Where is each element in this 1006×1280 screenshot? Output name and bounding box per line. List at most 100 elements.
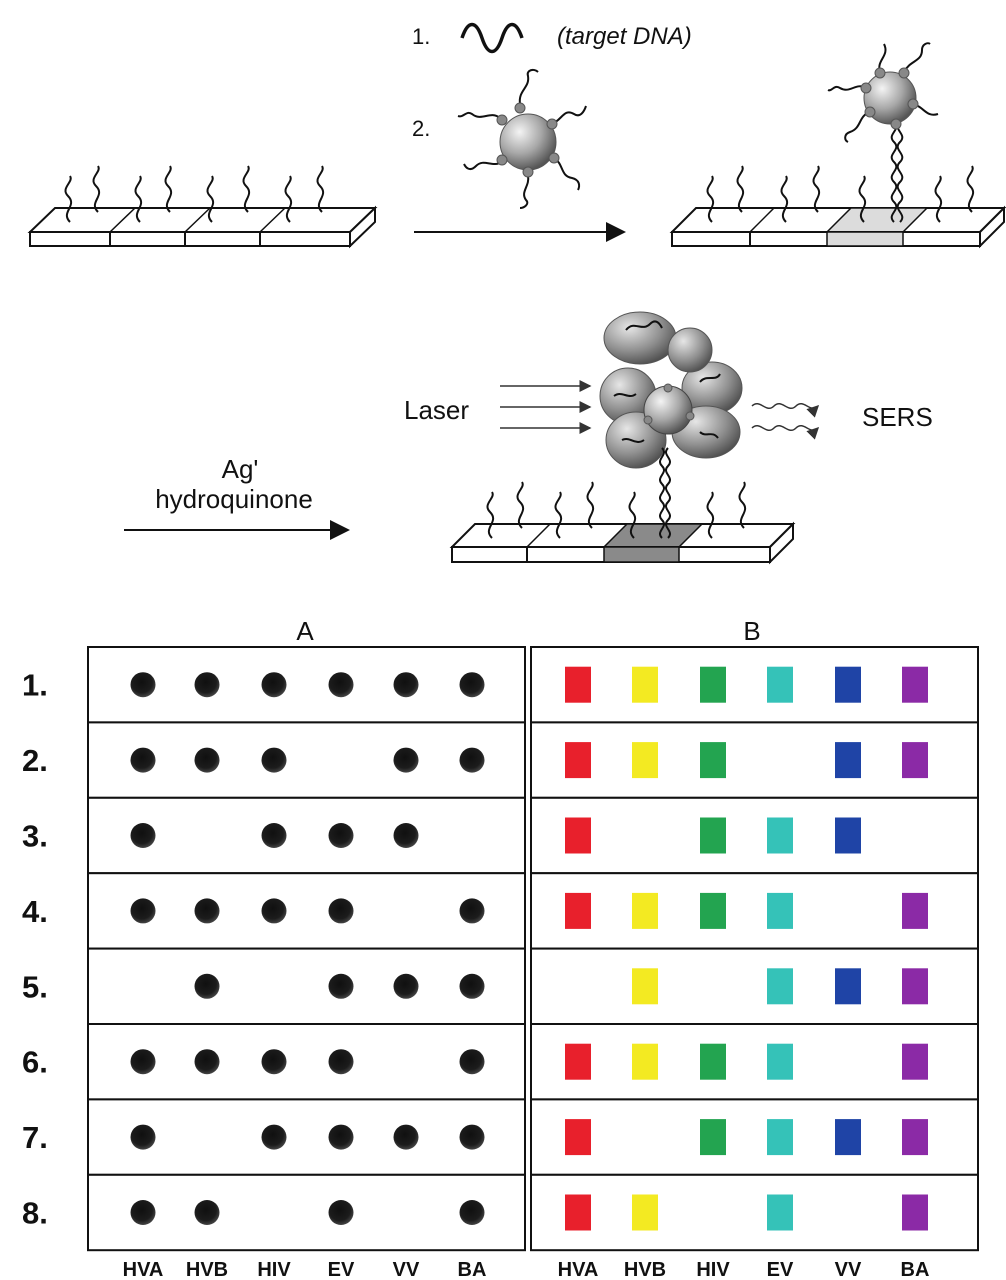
detection-spot: [261, 1049, 287, 1075]
sers-color-marker: [700, 742, 726, 779]
substrate-chip-left: [27, 165, 378, 249]
column-label: VV: [835, 1259, 862, 1280]
detection-spot: [194, 898, 220, 924]
substrate-chip-right: [669, 42, 1006, 249]
laser-beam-arrows: [500, 380, 592, 434]
sers-color-marker: [902, 1043, 928, 1080]
panel-b-grid: [530, 646, 979, 1252]
sers-color-marker: [767, 1194, 793, 1231]
detection-spot: [393, 823, 419, 848]
row-label: 8.: [22, 1196, 48, 1231]
detection-spot: [459, 672, 485, 698]
detection-spot: [194, 1200, 220, 1225]
column-label: HVB: [624, 1259, 666, 1280]
sers-color-marker: [767, 666, 793, 703]
column-label: EV: [328, 1259, 355, 1280]
sers-color-marker: [902, 892, 928, 929]
sers-color-marker: [902, 1119, 928, 1156]
detection-spot: [130, 1200, 156, 1225]
sers-color-marker: [632, 892, 658, 929]
sers-color-marker: [565, 1119, 591, 1156]
sers-color-marker: [565, 1194, 591, 1231]
row-label: 6.: [22, 1045, 48, 1080]
column-label: VV: [393, 1259, 420, 1280]
sers-color-marker: [565, 817, 591, 854]
sers-color-marker: [767, 1119, 793, 1156]
detection-spot: [261, 747, 287, 773]
detection-spot: [130, 747, 156, 773]
sers-color-marker: [902, 1194, 928, 1231]
target-dna-strand-icon: [460, 22, 524, 54]
detection-spot: [393, 672, 419, 698]
sers-color-marker: [700, 1119, 726, 1156]
row-label: 2.: [22, 743, 48, 778]
column-label: BA: [901, 1259, 930, 1280]
detection-spot: [459, 1124, 485, 1150]
detection-spot: [261, 672, 287, 698]
detection-spot: [261, 1124, 287, 1150]
column-label: BA: [458, 1259, 487, 1280]
detection-spot: [261, 823, 287, 848]
panel-a-row-box: [87, 1098, 526, 1176]
sers-color-marker: [632, 1043, 658, 1080]
sers-color-marker: [835, 666, 861, 703]
column-label: HVA: [558, 1259, 599, 1280]
detection-spot: [194, 747, 220, 773]
sers-label: SERS: [862, 402, 933, 432]
silver-enhanced-particle-icon: [599, 311, 743, 469]
panel-a-row-box: [87, 1173, 526, 1252]
row-label: 7.: [22, 1120, 48, 1155]
sers-color-marker: [700, 666, 726, 703]
reagent-label-line-1: Ag': [222, 454, 259, 484]
sers-color-marker: [835, 1119, 861, 1156]
step-1-number: 1.: [412, 24, 430, 49]
sers-color-marker: [700, 1043, 726, 1080]
detection-spot: [130, 1124, 156, 1150]
sers-color-marker: [700, 817, 726, 854]
column-label: EV: [767, 1259, 794, 1280]
detection-spot: [194, 672, 220, 698]
sers-color-marker: [767, 1043, 793, 1080]
reaction-scheme: 1. (target DNA) 2.: [27, 22, 1006, 565]
sers-color-marker: [565, 892, 591, 929]
panel-a-grid: [87, 646, 526, 1252]
detection-spot: [130, 672, 156, 698]
sers-color-marker: [700, 892, 726, 929]
detection-spot: [130, 898, 156, 924]
detection-spot: [328, 1049, 354, 1075]
panel-a-row-box: [87, 947, 526, 1025]
sers-color-marker: [835, 968, 861, 1005]
sers-color-marker: [632, 742, 658, 779]
sers-color-marker: [902, 666, 928, 703]
row-labels: 1.2.3.4.5.6.7.8.: [22, 668, 48, 1231]
column-label: HVB: [186, 1259, 228, 1280]
row-label: 5.: [22, 969, 48, 1004]
detection-spot: [393, 973, 419, 999]
sers-color-marker: [835, 742, 861, 779]
sers-color-marker: [902, 742, 928, 779]
detection-spot: [459, 1200, 485, 1225]
row-label: 3.: [22, 819, 48, 854]
reagent-label-line-2: hydroquinone: [155, 484, 313, 514]
row-label: 4.: [22, 894, 48, 929]
sers-emission-arrows: [751, 403, 820, 440]
substrate-chip-bottom: [449, 447, 796, 565]
sers-color-marker: [632, 1194, 658, 1231]
sers-color-marker: [632, 968, 658, 1005]
detection-spot: [130, 823, 156, 848]
panel-a-row-box: [87, 872, 526, 950]
detection-spot: [194, 1049, 220, 1075]
detection-spot: [459, 898, 485, 924]
detection-spot: [328, 1124, 354, 1150]
detection-spot: [328, 1200, 354, 1225]
panel-a-title: A: [296, 616, 314, 646]
sers-color-marker: [835, 817, 861, 854]
sers-color-marker: [902, 968, 928, 1005]
detection-spot: [393, 1124, 419, 1150]
panel-b-row-box: [530, 796, 979, 875]
sers-color-marker: [767, 817, 793, 854]
column-label: HIV: [257, 1259, 291, 1280]
